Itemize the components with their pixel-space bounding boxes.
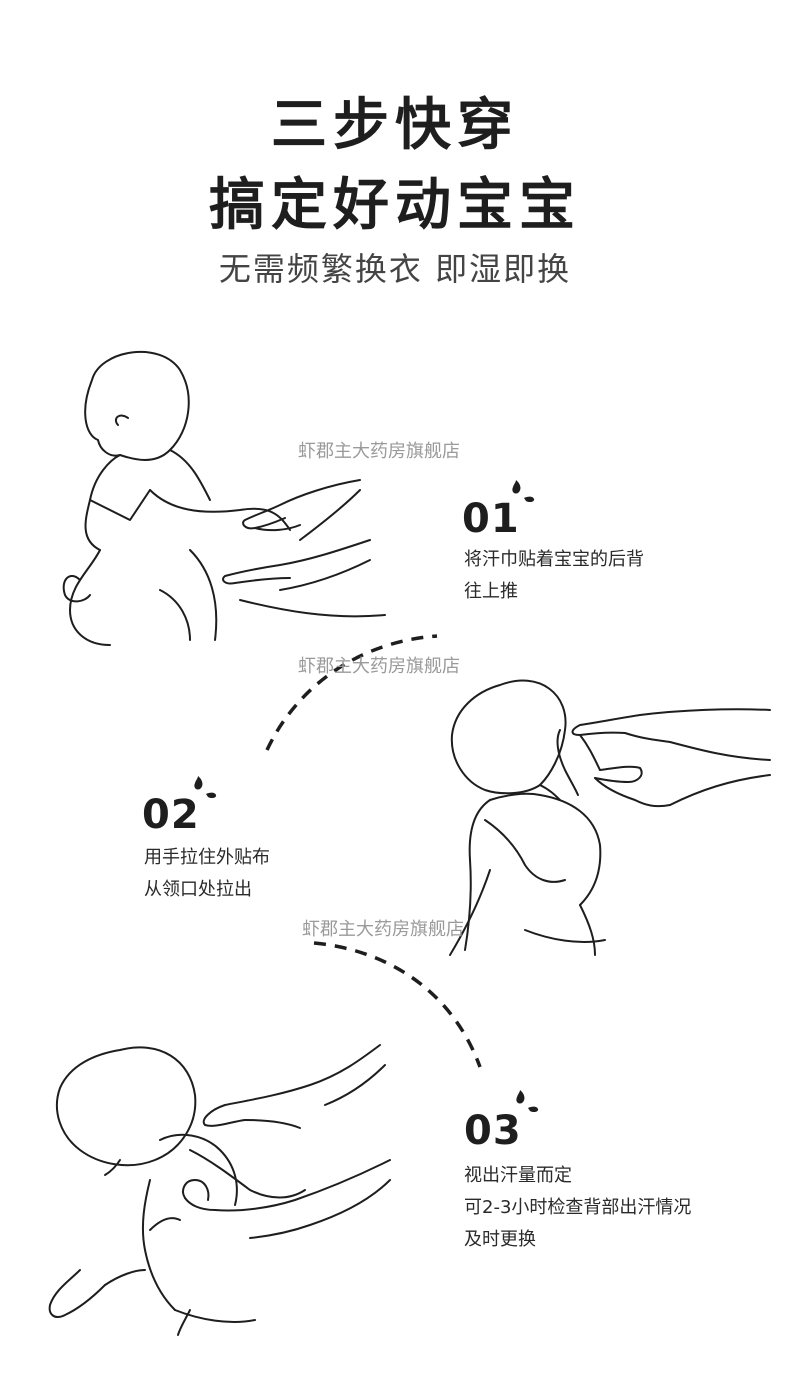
step-3-line-2: 可2-3小时检查背部出汗情况 xyxy=(464,1197,692,1218)
step-2-line-1: 用手拉住外贴布 xyxy=(144,847,270,868)
step-2-line-2: 从领口处拉出 xyxy=(144,879,252,900)
dashed-arc-2 xyxy=(313,941,482,1068)
step-3-description: 视出汗量而定 可2-3小时检查背部出汗情况 及时更换 xyxy=(464,1160,691,1256)
dashed-arc-1 xyxy=(265,634,438,751)
step-2-description: 用手拉住外贴布 从领口处拉出 xyxy=(144,842,270,906)
step-1-line-2: 往上推 xyxy=(464,581,518,602)
splash-icon xyxy=(516,1090,539,1113)
step-3-number: 03 xyxy=(464,1108,522,1154)
title-line-1: 三步快穿 xyxy=(271,93,519,158)
illustration-step-3 xyxy=(48,1044,391,1336)
step-1-description: 将汗巾贴着宝宝的后背 往上推 xyxy=(464,544,644,608)
subtitle: 无需频繁换衣 即湿即换 xyxy=(218,250,572,288)
watermark-3: 虾郡主大药房旗舰店 xyxy=(302,919,464,940)
step-2-number: 02 xyxy=(142,792,200,838)
splash-icon xyxy=(194,776,217,799)
step-3-line-1: 视出汗量而定 xyxy=(464,1165,572,1186)
step-1-line-1: 将汗巾贴着宝宝的后背 xyxy=(464,549,644,570)
splash-icon xyxy=(512,480,535,503)
watermark-1: 虾郡主大药房旗舰店 xyxy=(298,441,460,462)
illustration-step-2 xyxy=(449,679,771,956)
watermark-2: 虾郡主大药房旗舰店 xyxy=(298,656,460,677)
step-1-number: 01 xyxy=(462,496,520,542)
illustration-step-1 xyxy=(62,350,386,646)
title-line-2: 搞定好动宝宝 xyxy=(209,173,581,238)
step-3-line-3: 及时更换 xyxy=(464,1229,536,1250)
